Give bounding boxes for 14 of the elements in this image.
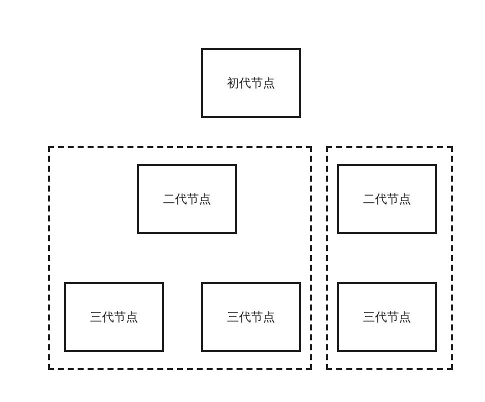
node-box	[201, 282, 301, 352]
node-label: 初代节点	[227, 74, 275, 92]
node-label: 三代节点	[90, 308, 138, 326]
node-box	[64, 282, 164, 352]
dashed-group-box	[326, 146, 453, 370]
node-box	[337, 164, 437, 234]
node-box	[137, 164, 237, 234]
node-label: 二代节点	[363, 190, 411, 208]
node-label: 三代节点	[363, 308, 411, 326]
node-label: 三代节点	[227, 308, 275, 326]
node-label: 二代节点	[163, 190, 211, 208]
dashed-group-box	[48, 146, 312, 370]
node-box	[201, 48, 301, 118]
node-box	[337, 282, 437, 352]
